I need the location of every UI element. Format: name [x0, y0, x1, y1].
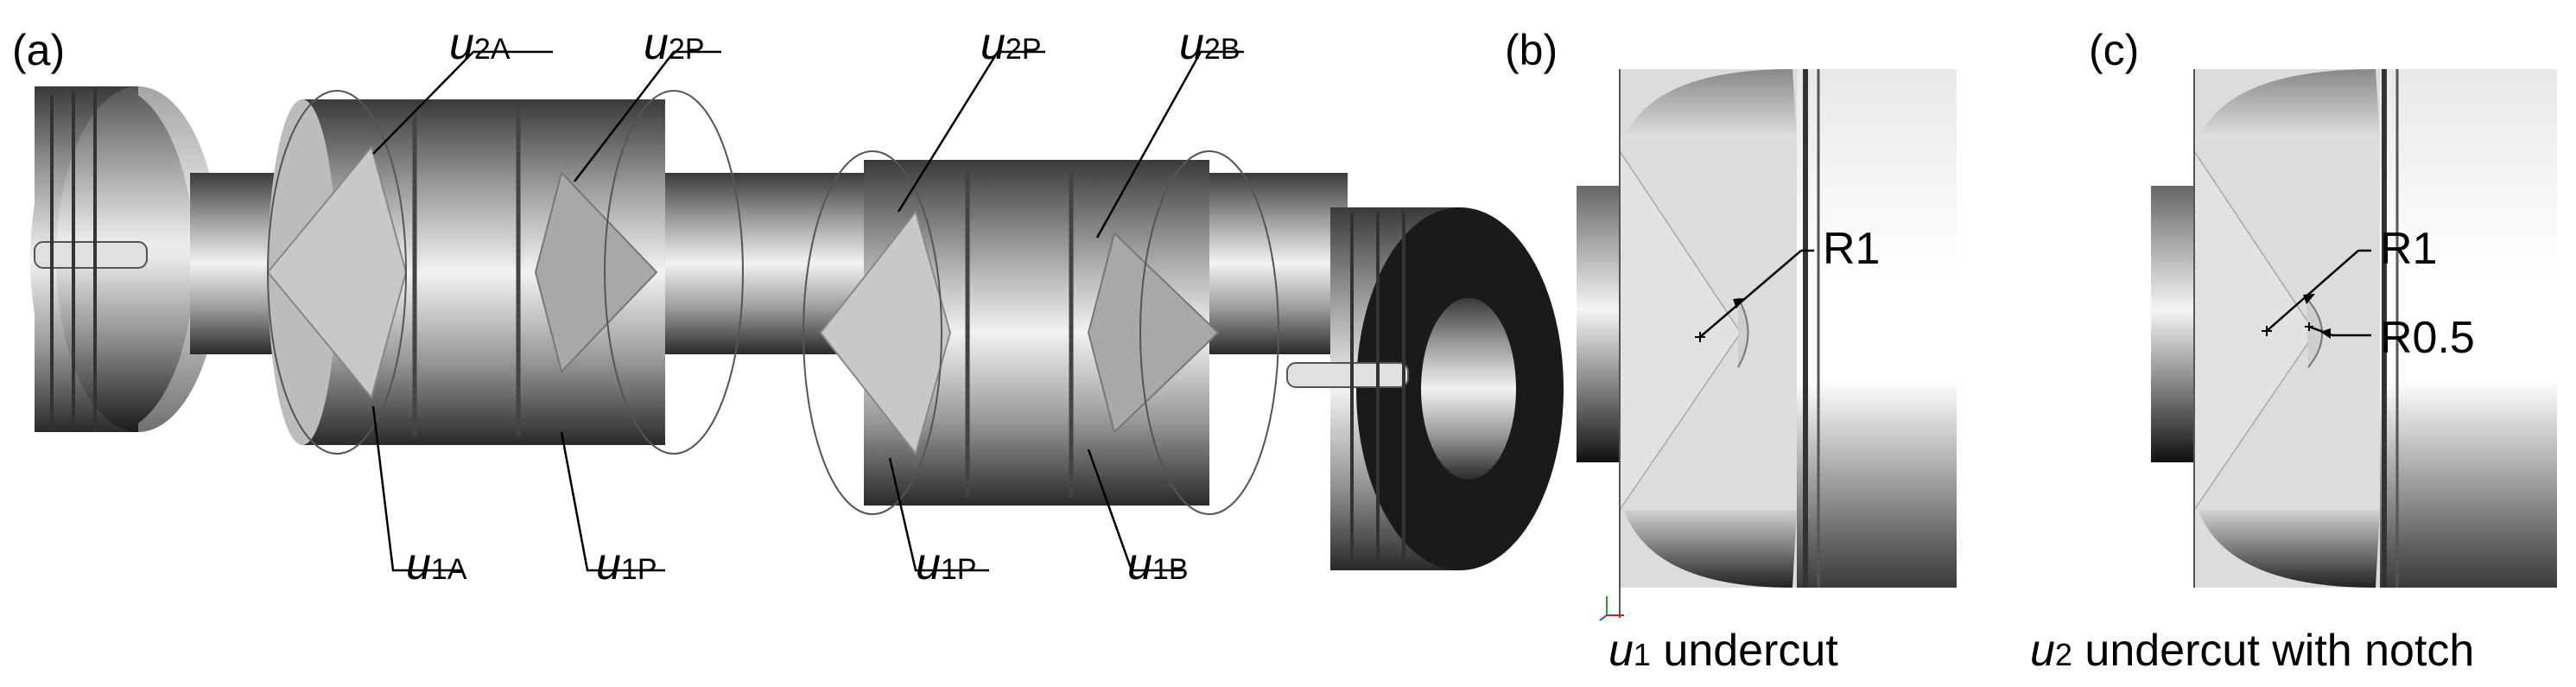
caption-b: u1 undercut [1608, 626, 1838, 676]
panel-a-label: (a) [12, 26, 65, 74]
label-u1A: u1A [406, 539, 467, 589]
panel-b: (b) R1 u1 undercut [1505, 26, 1957, 676]
label-u2B: u2B [1179, 19, 1240, 69]
radius-R0.5-c: R0.5 [2380, 313, 2475, 363]
right-end-cap [1286, 207, 1564, 570]
label-u2P-2: u2P [980, 19, 1042, 69]
radius-R1-c: R1 [2380, 224, 2437, 274]
panel-b-label: (b) [1505, 26, 1558, 74]
left-end-cap [30, 86, 220, 432]
panel-c-label: (c) [2089, 26, 2139, 74]
panel-a: (a) [12, 19, 1564, 589]
panel-c: (c) R1 R0.5 u2 undercut with notch [2030, 26, 2557, 676]
radius-R1-b: R1 [1823, 224, 1880, 274]
leader-lines [371, 50, 1244, 572]
axis-triad-icon [1599, 596, 1624, 621]
label-u2A: u2A [449, 19, 511, 69]
caption-c: u2 undercut with notch [2030, 626, 2474, 676]
label-u1B: u1B [1127, 539, 1189, 589]
label-u1P-1: u1P [596, 539, 657, 589]
label-u1P-2: u1P [916, 539, 977, 589]
cylinder-body-1 [266, 90, 744, 455]
label-u2P-1: u2P [644, 19, 705, 69]
cylinder-body-2 [803, 150, 1279, 515]
